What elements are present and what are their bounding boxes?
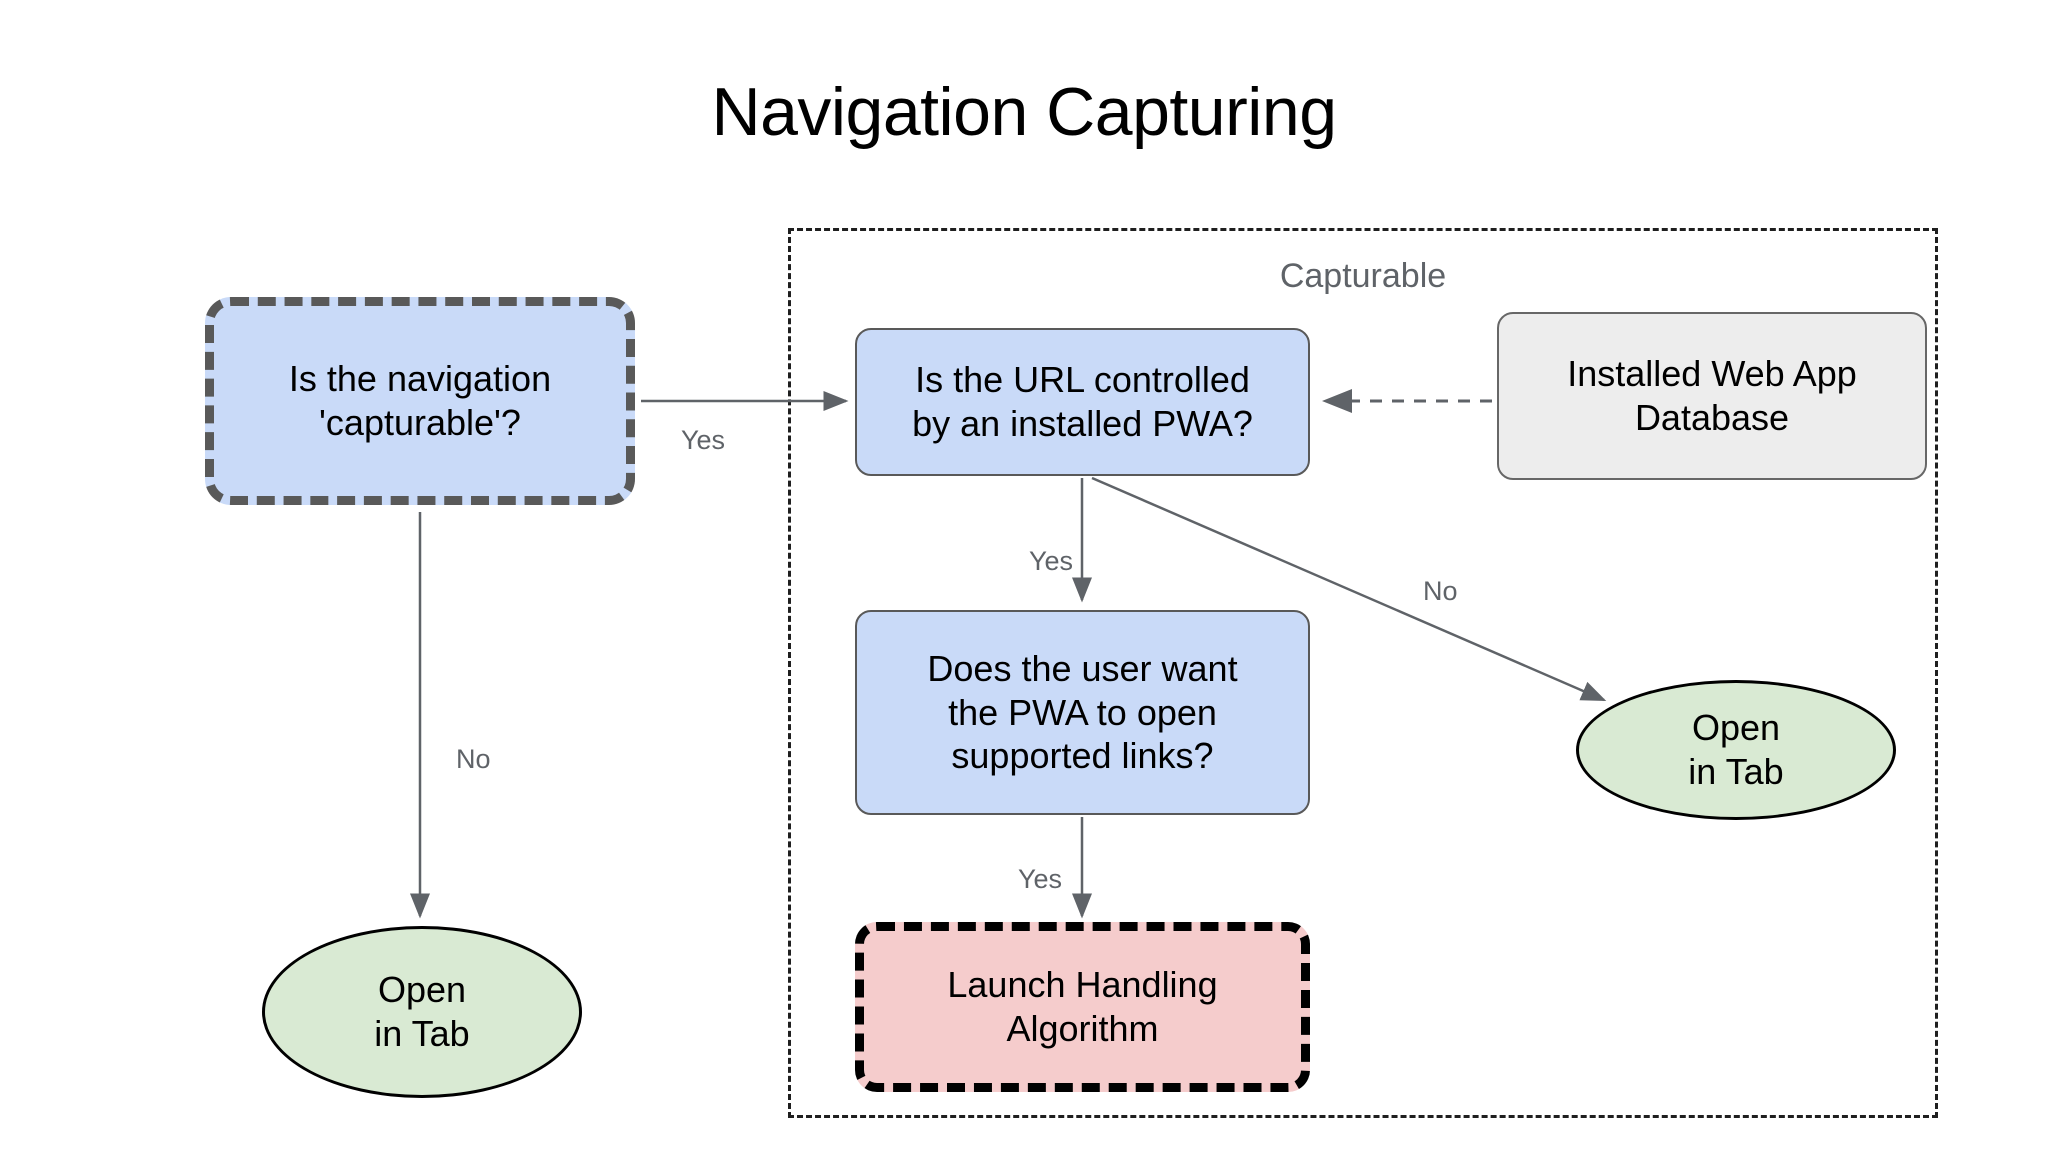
capturable-group-container: [788, 228, 1938, 1118]
node-is-url-controlled-by-pwa[interactable]: Is the URL controlled by an installed PW…: [855, 328, 1310, 476]
page-title: Navigation Capturing: [711, 74, 1337, 150]
edge-label-no-to-open-tab-right: No: [1423, 576, 1458, 606]
node-open-in-tab-right[interactable]: Open in Tab: [1576, 680, 1896, 820]
node-open-in-tab-left[interactable]: Open in Tab: [262, 926, 582, 1098]
edge-label-yes-to-user-want: Yes: [1029, 546, 1074, 576]
capturable-group-label: Capturable: [1279, 257, 1447, 295]
edge-label-yes-to-url: Yes: [681, 425, 726, 455]
node-installed-web-app-database[interactable]: Installed Web App Database: [1497, 312, 1927, 480]
edge-label-yes-to-launch: Yes: [1018, 864, 1063, 894]
edge-label-no-to-open-tab-left: No: [456, 744, 491, 774]
node-does-user-want-pwa-open-links[interactable]: Does the user want the PWA to open suppo…: [855, 610, 1310, 815]
node-launch-handling-algorithm[interactable]: Launch Handling Algorithm: [855, 922, 1310, 1092]
node-is-navigation-capturable[interactable]: Is the navigation 'capturable'?: [205, 297, 635, 505]
